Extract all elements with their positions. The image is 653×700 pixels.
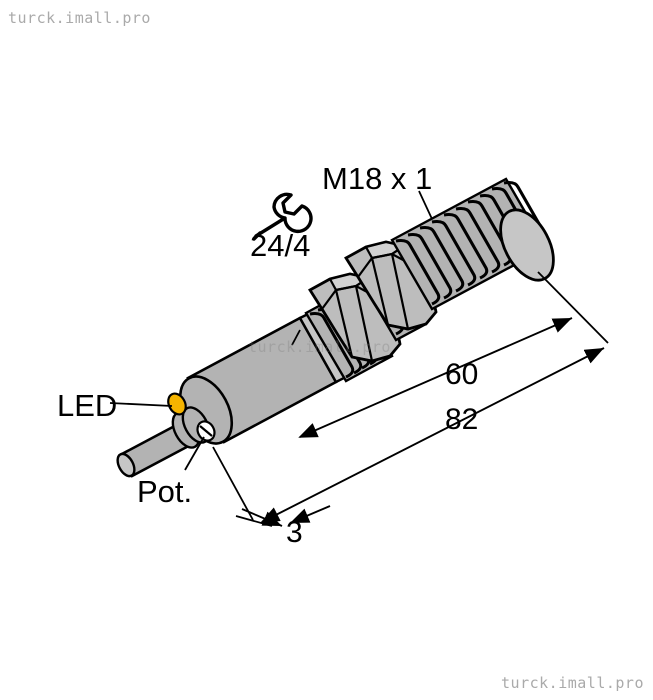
label-dimension-3: 3 [286, 516, 303, 549]
label-potentiometer: Pot. [137, 474, 193, 509]
label-thread-spec: M18 x 1 [322, 161, 433, 196]
ext-line-3-left [235, 515, 273, 527]
leader-thread [418, 190, 433, 220]
leader-lines [109, 190, 433, 471]
watermark-center: turck.imall.pro [248, 338, 391, 356]
leader-pot [184, 436, 205, 471]
cable [116, 406, 211, 478]
wrench-icon [252, 192, 313, 241]
dimension-3-arrow-left [241, 508, 283, 527]
ext-line-front [537, 271, 609, 344]
potentiometer-screw [196, 420, 216, 442]
leader-led [109, 402, 173, 407]
dimension-3-arrow-right [289, 505, 331, 524]
sensor-body-group [116, 177, 555, 478]
led-indicator [167, 392, 187, 416]
thread-section-upper [390, 177, 555, 311]
label-dimension-60: 60 [445, 358, 479, 391]
label-dimension-82: 82 [445, 403, 479, 436]
dimension-lines [212, 271, 609, 527]
label-led: LED [57, 388, 118, 423]
label-wrench-sizes: 24/4 [250, 228, 311, 263]
dimension-82-line [260, 347, 605, 523]
watermark-bottom-right: turck.imall.pro [501, 674, 644, 692]
cable-cut-end [116, 452, 136, 478]
watermark-top-left: turck.imall.pro [8, 9, 151, 27]
ext-line-82-left [212, 446, 254, 521]
